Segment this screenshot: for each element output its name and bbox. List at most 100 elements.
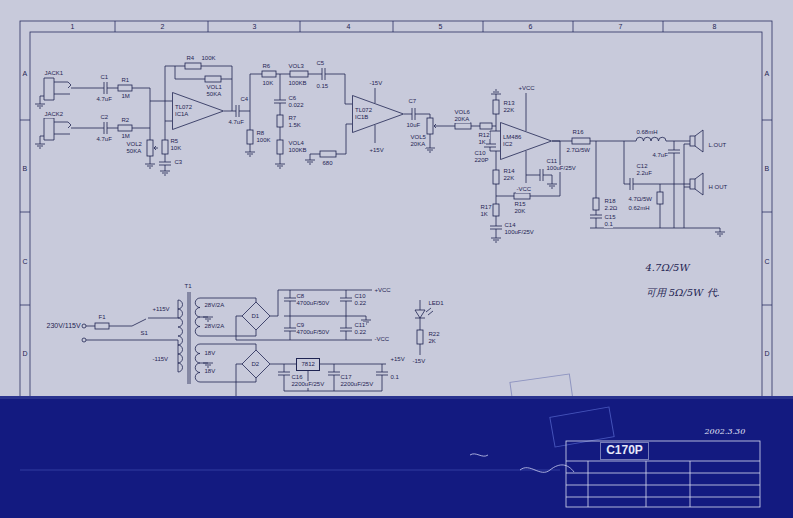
component-label: R14 <box>503 168 515 175</box>
component-label: 230V/115V <box>46 322 81 330</box>
handwritten-note: 4.7Ω/5W <box>645 262 690 273</box>
component-label: -15V <box>369 80 383 87</box>
component-label: -VCC <box>374 336 390 343</box>
component-label: R5 <box>170 138 179 145</box>
power-amp-wiring <box>690 179 695 189</box>
tone-stage-wiring <box>236 68 500 168</box>
node-text: TL072IC1A <box>175 104 192 118</box>
power-amp-wiring <box>715 232 725 236</box>
node-label: C170P <box>606 444 643 458</box>
component-label: R15 <box>514 201 526 208</box>
component-label: R12 <box>478 132 490 139</box>
component-label: C2 <box>100 114 109 121</box>
component-label: 0.62mH <box>628 205 650 212</box>
power-amp-wiring <box>484 90 725 242</box>
node-text: TL072IC1B <box>355 107 372 121</box>
tone-stage-wiring <box>290 71 308 77</box>
power-amp-wiring <box>695 173 703 195</box>
component-label: C <box>764 258 770 266</box>
power-amp-wiring <box>493 170 499 184</box>
power-supply-wiring <box>195 298 200 336</box>
component-label: +115V <box>152 306 170 313</box>
component-label: 4.7Ω/5W <box>628 196 653 203</box>
component-label: D <box>22 350 28 358</box>
component-label: VOL5 <box>410 134 426 141</box>
component-label: JACK2 <box>44 111 64 118</box>
component-label: 100K <box>256 137 271 144</box>
component-label: 0.1 <box>390 374 399 381</box>
power-amp-wiring <box>590 141 602 228</box>
node-label: IC2 <box>503 141 521 148</box>
component-label: VOL1 <box>206 84 222 91</box>
component-label: C3 <box>174 159 183 166</box>
power-supply-wiring <box>195 344 200 382</box>
component-label: 22K <box>503 107 515 114</box>
component-label: R22 <box>428 331 440 338</box>
component-label: 100K <box>201 55 216 62</box>
component-label: 100uF/25V <box>504 229 534 236</box>
op-amp-outline <box>353 96 404 133</box>
component-label: 4.7uF <box>96 136 112 143</box>
tone-stage-wiring <box>427 118 433 134</box>
power-amp-wiring <box>493 204 499 216</box>
component-label: 10uF <box>406 122 421 129</box>
handwritten-note: 可用 5Ω/5W 代. <box>645 287 720 298</box>
component-label: T1 <box>184 283 192 290</box>
power-amp-wiring <box>547 184 557 188</box>
component-label: 7 <box>618 23 623 31</box>
tone-stage-wiring <box>277 140 283 154</box>
power-amp-wiring <box>695 130 703 152</box>
component-label: +VCC <box>518 85 535 92</box>
component-label: C15 <box>604 214 616 221</box>
power-supply-wiring <box>417 330 423 344</box>
component-label: VOL2 <box>126 141 142 148</box>
node-label: IC1B <box>355 114 372 121</box>
title-band <box>0 396 793 518</box>
component-label: 1M <box>121 93 130 100</box>
power-amp-wiring <box>636 137 690 141</box>
input-stage-wiring <box>150 128 158 164</box>
component-label: 18V <box>204 368 216 375</box>
power-amp-wiring <box>552 141 636 142</box>
component-label: R6 <box>262 63 271 70</box>
tone-stage-wiring <box>262 71 276 77</box>
component-label: LED1 <box>428 300 444 307</box>
component-label: A <box>764 70 770 78</box>
power-supply-wiring <box>95 323 109 329</box>
component-label: 4.7uF <box>228 119 244 126</box>
component-label: 0.22 <box>354 329 367 336</box>
title-band <box>20 470 560 471</box>
input-stage-wiring <box>118 125 132 131</box>
component-label: VOL6 <box>454 109 470 116</box>
component-label: C7 <box>408 98 417 105</box>
component-label: 3 <box>252 23 257 31</box>
component-label: 6 <box>528 23 533 31</box>
component-label: 4.7uF <box>96 96 112 103</box>
component-label: 10K <box>170 145 182 152</box>
component-label: R7 <box>288 115 297 122</box>
component-label: 4 <box>346 23 351 31</box>
component-label: -VCC <box>516 186 532 193</box>
power-supply-wiring <box>82 324 86 328</box>
op-amp-triangle: TL072IC1B <box>352 95 404 133</box>
input-stage-wiring <box>40 96 44 144</box>
power-supply-wiring <box>203 363 213 367</box>
component-label: B <box>764 165 770 173</box>
power-amp-wiring <box>624 141 690 228</box>
component-label: 100uF/25V <box>546 165 576 172</box>
component-label: 0.22 <box>354 300 367 307</box>
component-label: 1K <box>480 211 488 218</box>
component-label: F1 <box>98 314 106 321</box>
input-stage-wiring <box>118 85 132 91</box>
component-label: 1M <box>121 133 130 140</box>
power-supply-wiring <box>203 317 213 321</box>
title-block <box>566 441 760 507</box>
input-stage-wiring <box>35 104 45 108</box>
input-stage-wiring <box>160 171 170 175</box>
component-label: R8 <box>256 130 265 137</box>
node-label: TL072 <box>355 107 372 114</box>
component-label: 5 <box>438 23 443 31</box>
title-band <box>470 454 574 472</box>
input-stage-wiring <box>104 82 107 134</box>
